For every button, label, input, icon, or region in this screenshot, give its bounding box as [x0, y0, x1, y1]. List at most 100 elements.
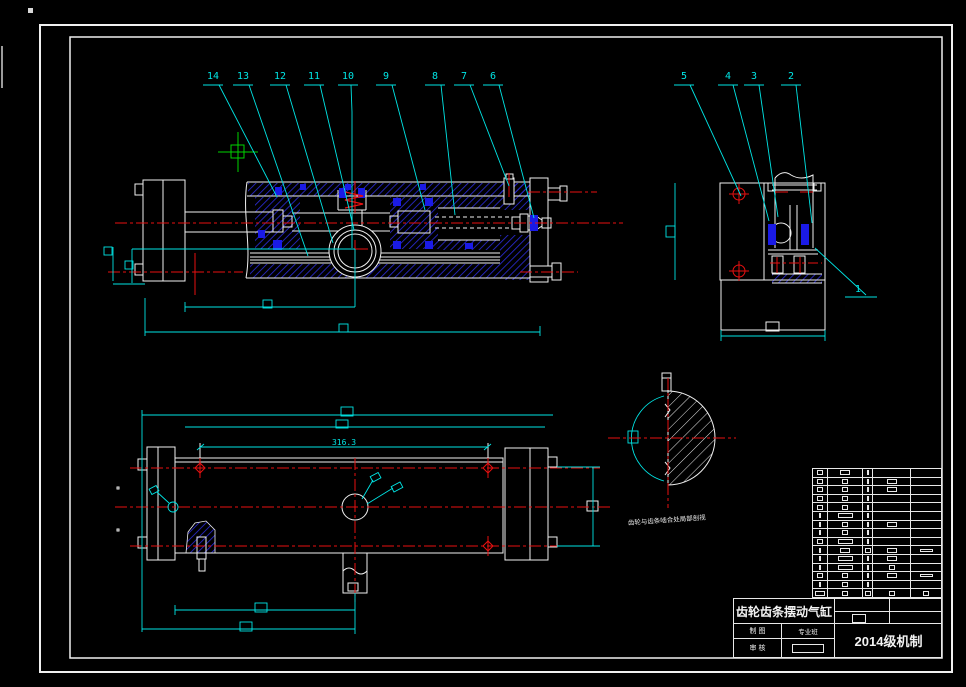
scale-field-box — [852, 614, 866, 623]
callout-4: 4 — [725, 71, 731, 82]
parts-table-cell — [910, 494, 941, 503]
parts-table-cell — [910, 486, 941, 494]
parts-table-cell — [827, 572, 862, 580]
parts-table-cell — [862, 537, 872, 546]
parts-table-row — [813, 571, 941, 580]
parts-table-cell — [872, 529, 910, 537]
parts-table-cell — [872, 589, 910, 597]
parts-table-cell — [813, 538, 827, 546]
parts-table-cell — [910, 477, 941, 486]
osnap-crosshair-icon — [218, 132, 258, 172]
parts-table-cell — [813, 529, 827, 537]
parts-table-cell — [827, 580, 862, 589]
parts-table-row — [813, 562, 941, 572]
parts-table-cell — [827, 469, 862, 477]
parts-table-cell — [813, 486, 827, 494]
draw-label: 制 图 — [734, 624, 782, 639]
parts-table-cell — [827, 529, 862, 537]
parts-table-cell — [827, 554, 862, 563]
parts-table-cell — [827, 494, 862, 503]
parts-table-cell — [862, 520, 872, 529]
parts-table-cell — [872, 486, 910, 494]
parts-table-row — [813, 588, 941, 597]
parts-table-cell — [910, 580, 941, 589]
parts-table-cell — [910, 563, 941, 572]
parts-table-cell — [862, 486, 872, 494]
plan-view — [115, 406, 612, 634]
parts-table-cell — [813, 495, 827, 503]
parts-table-cell — [862, 511, 872, 520]
parts-table-cell — [813, 503, 827, 511]
empty-field-box — [792, 643, 824, 653]
parts-table-row — [813, 519, 941, 529]
check-label: 审 核 — [734, 639, 782, 657]
parts-table-cell — [827, 537, 862, 546]
parts-table-cell — [862, 563, 872, 572]
detail-section-view: 齿轮与齿条啮合处局部剖视 — [608, 372, 736, 527]
main-section-view — [103, 132, 623, 336]
parts-table-cell — [827, 486, 862, 494]
callout-7: 7 — [461, 71, 467, 82]
callout-13: 13 — [237, 71, 249, 82]
parts-table-cell — [872, 580, 910, 589]
parts-table-cell — [813, 564, 827, 572]
parts-table-cell — [862, 529, 872, 537]
parts-table-cell — [813, 469, 827, 477]
parts-table-cell — [813, 512, 827, 520]
callout-5: 5 — [681, 71, 687, 82]
parts-table-row — [813, 545, 941, 554]
page-frame — [1, 8, 953, 673]
parts-table-cell — [862, 469, 872, 477]
end-view — [665, 172, 826, 341]
parts-table-cell — [910, 511, 941, 520]
parts-table-cell — [827, 546, 862, 554]
parts-table-cell — [813, 581, 827, 589]
parts-table-cell — [813, 478, 827, 486]
callout-10: 10 — [342, 71, 354, 82]
parts-table-cell — [872, 477, 910, 486]
parts-table-cell — [872, 572, 910, 580]
parts-table-cell — [827, 520, 862, 529]
parts-table-cell — [862, 572, 872, 580]
parts-table-cell — [813, 546, 827, 554]
centerlines-end-view — [729, 184, 822, 281]
parts-table-cell — [910, 554, 941, 563]
parts-table-cell — [910, 469, 941, 477]
callout-2: 2 — [788, 71, 794, 82]
parts-table-cell — [910, 546, 941, 554]
seal-blocks — [258, 184, 538, 250]
dimensions-plan-view — [141, 406, 600, 634]
parts-table-cell — [862, 546, 872, 554]
parts-table-cell — [910, 520, 941, 529]
parts-table-row — [813, 469, 941, 477]
title-block: 齿轮齿条摆动气缸 制 图 审 核 专业班 2014级机制 — [733, 598, 942, 658]
parts-table-row — [813, 485, 941, 494]
callout-12: 12 — [274, 71, 286, 82]
class-label: 专业班 — [782, 624, 835, 639]
callout-8: 8 — [432, 71, 438, 82]
parts-table-cell — [910, 529, 941, 537]
parts-table-cell — [827, 589, 862, 597]
parts-table-row — [813, 528, 941, 537]
dimension-value: 316.3 — [332, 438, 356, 447]
screen-artifact-dot — [28, 8, 33, 13]
parts-table-cell — [862, 494, 872, 503]
dimensions-main — [103, 246, 541, 336]
parts-table-cell — [862, 580, 872, 589]
parts-table-cell — [872, 469, 910, 477]
parts-table-cell — [862, 554, 872, 563]
title-block-grid — [835, 599, 942, 624]
parts-list-table — [812, 468, 942, 598]
parts-table-cell — [910, 503, 941, 511]
callout-11: 11 — [308, 71, 320, 82]
parts-table-row — [813, 510, 941, 520]
centerlines-plan-view — [115, 458, 612, 602]
callout-9: 9 — [383, 71, 389, 82]
parts-table-row — [813, 476, 941, 486]
callout-leaders — [203, 84, 877, 298]
parts-table-row — [813, 493, 941, 503]
callout-14: 14 — [207, 71, 219, 82]
parts-table-cell — [872, 520, 910, 529]
parts-table-cell — [872, 554, 910, 563]
